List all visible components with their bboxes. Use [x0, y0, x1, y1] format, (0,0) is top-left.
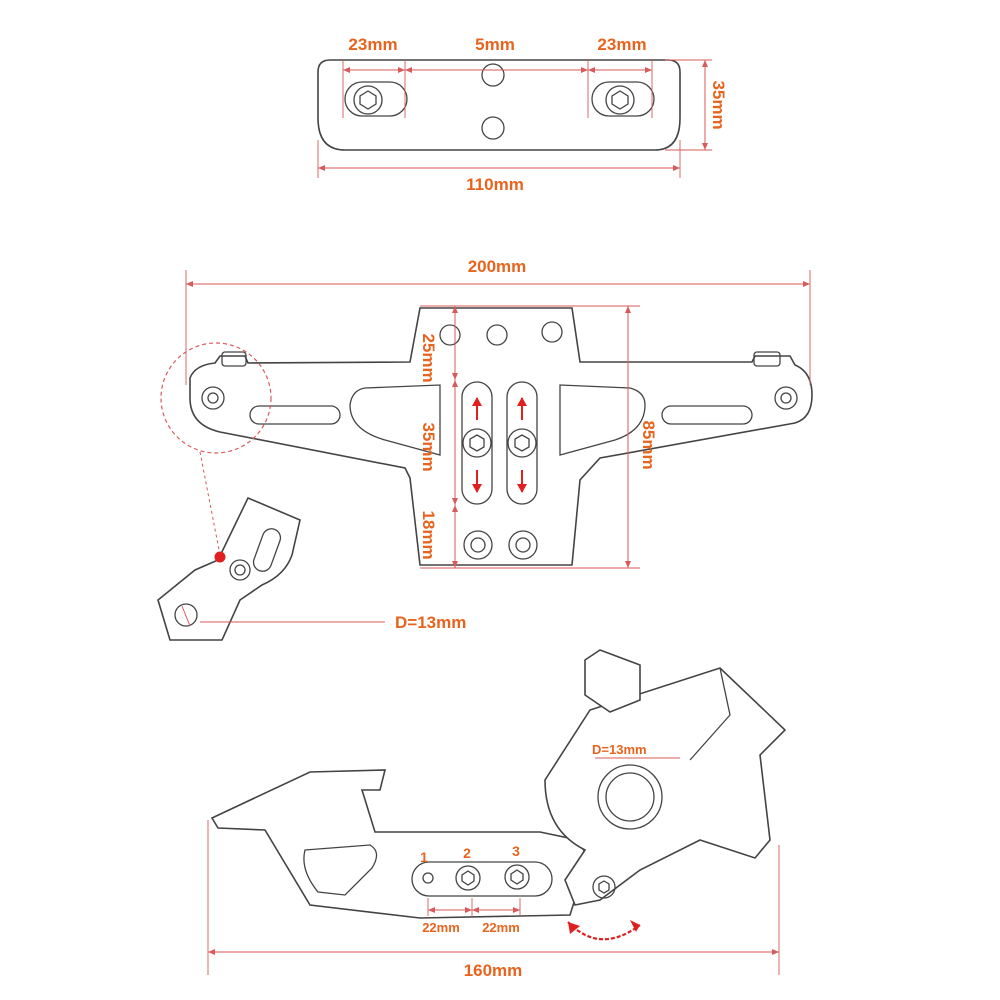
hole-3-label: 3 — [512, 843, 520, 859]
top-width-label: 110mm — [466, 175, 524, 194]
top-left-slot-label: 23mm — [348, 35, 397, 54]
main-bracket — [189, 307, 813, 566]
main-bracket-dimensions: 200mm 25mm 35mm 18mm 85mm — [185, 257, 811, 569]
side-view — [210, 649, 787, 941]
top-center-gap-label: 5mm — [475, 35, 515, 54]
spacing-a-label: 22mm — [422, 920, 460, 935]
spacing-b-label: 22mm — [482, 920, 520, 935]
main-bottom-section-label: 18mm — [419, 510, 438, 559]
top-height-label: 35mm — [709, 80, 728, 129]
main-top-section-label: 25mm — [419, 333, 438, 382]
side-view-dimensions: D=13mm 1 2 3 22mm 22mm 160mm — [207, 742, 780, 980]
main-width-label: 200mm — [468, 257, 527, 276]
main-slot-travel-label: 35mm — [419, 422, 438, 471]
clamp-detail: D=13mm — [157, 342, 466, 641]
top-right-slot-label: 23mm — [597, 35, 646, 54]
top-plate — [317, 59, 681, 151]
side-clamp-diameter-label: D=13mm — [592, 742, 647, 757]
main-height-label: 85mm — [639, 420, 658, 469]
hole-2-label: 2 — [463, 845, 471, 861]
detail-clamp-diameter-label: D=13mm — [395, 613, 466, 632]
side-total-length-label: 160mm — [464, 961, 523, 980]
top-plate-dimensions: 23mm 5mm 23mm 35mm 110mm — [317, 35, 728, 194]
hole-1-label: 1 — [420, 849, 428, 865]
